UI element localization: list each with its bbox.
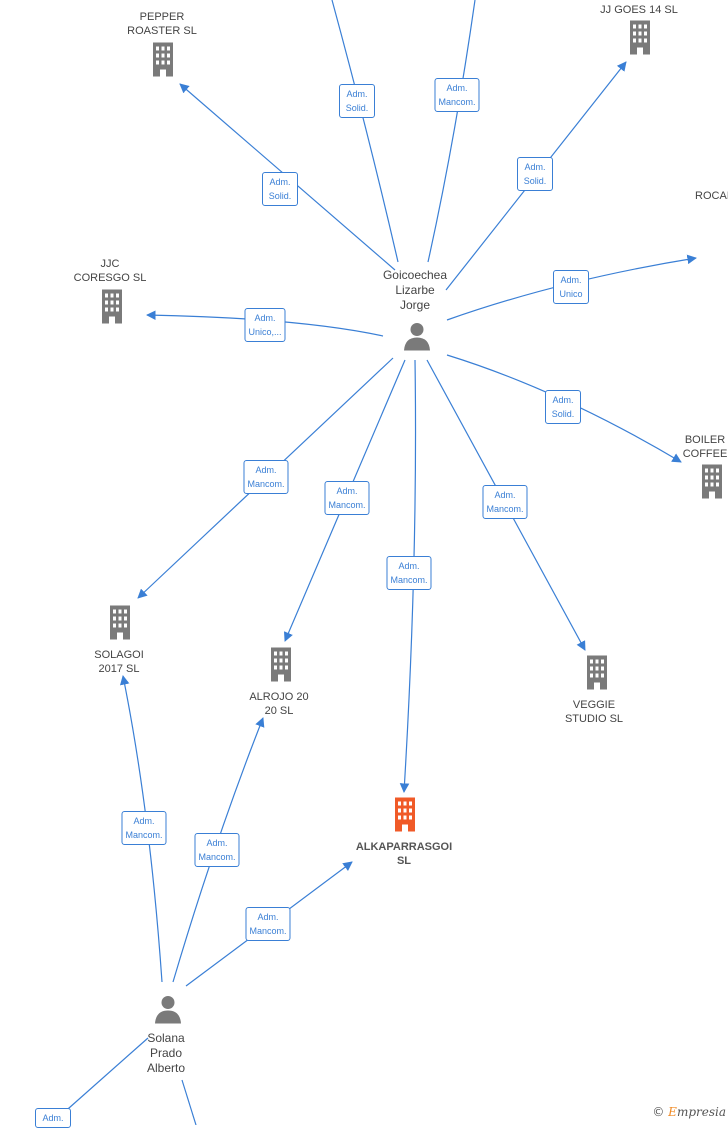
building-icon[interactable] bbox=[626, 20, 654, 60]
brand-initial: E bbox=[668, 1105, 677, 1119]
person-label-solana[interactable]: Solana Prado Alberto bbox=[146, 1031, 186, 1075]
role-box[interactable]: Adm. Mancom. bbox=[324, 481, 370, 515]
building-icon-main[interactable] bbox=[391, 797, 419, 837]
brand-name: mpresia bbox=[676, 1105, 726, 1119]
role-box[interactable]: Adm. Unico,... bbox=[244, 308, 286, 342]
company-label-alkaparrasgoi[interactable]: ALKAPARRASGOI SL bbox=[355, 841, 453, 867]
role-box[interactable]: Adm. Mancom. bbox=[482, 485, 528, 519]
brand-watermark: © Empresia bbox=[652, 1105, 726, 1119]
edge-solana-bottom-left bbox=[59, 1037, 149, 1117]
building-icon[interactable] bbox=[106, 605, 134, 645]
building-icon[interactable] bbox=[267, 647, 295, 687]
role-box[interactable]: Adm. Solid. bbox=[545, 390, 581, 424]
role-box[interactable]: Adm. bbox=[35, 1108, 71, 1128]
role-box[interactable]: Adm. Mancom. bbox=[386, 556, 432, 590]
company-label-veggie[interactable]: VEGGIE STUDIO SL bbox=[564, 699, 624, 725]
role-box[interactable]: Adm. Mancom. bbox=[434, 78, 480, 112]
building-icon[interactable] bbox=[98, 289, 126, 329]
role-box[interactable]: Adm. Mancom. bbox=[243, 460, 289, 494]
company-label-boiler[interactable]: BOILER COFFEE bbox=[682, 434, 728, 460]
person-icon[interactable] bbox=[402, 321, 432, 356]
person-label-goicoechea[interactable]: Goicoechea Lizarbe Jorge bbox=[382, 268, 448, 312]
company-label-pepper[interactable]: PEPPER ROASTER SL bbox=[127, 11, 197, 37]
building-icon[interactable] bbox=[149, 42, 177, 82]
company-label-solagoi[interactable]: SOLAGOI 2017 SL bbox=[94, 649, 144, 675]
company-label-jjc[interactable]: JJC CORESGO SL bbox=[73, 258, 147, 284]
edge-goicoechea-top-right bbox=[427, 0, 476, 263]
role-box[interactable]: Adm. Mancom. bbox=[245, 907, 291, 941]
edge-goicoechea-top-left bbox=[331, 0, 399, 263]
copyright-symbol: © bbox=[652, 1105, 665, 1119]
person-icon[interactable] bbox=[153, 994, 183, 1029]
building-icon[interactable] bbox=[698, 464, 726, 504]
role-box[interactable]: Adm. Solid. bbox=[517, 157, 553, 191]
company-label-rocal[interactable]: ROCAL bbox=[695, 190, 728, 202]
role-box[interactable]: Adm. Unico bbox=[553, 270, 589, 304]
role-box[interactable]: Adm. Mancom. bbox=[194, 833, 240, 867]
role-box[interactable]: Adm. Solid. bbox=[262, 172, 298, 206]
role-box[interactable]: Adm. Mancom. bbox=[121, 811, 167, 845]
company-label-jjgoes[interactable]: JJ GOES 14 SL bbox=[600, 4, 678, 16]
company-label-alrojo[interactable]: ALROJO 20 20 SL bbox=[249, 691, 309, 717]
edge-solana-bottom-right bbox=[181, 1079, 197, 1125]
role-box[interactable]: Adm. Solid. bbox=[339, 84, 375, 118]
building-icon[interactable] bbox=[583, 655, 611, 695]
